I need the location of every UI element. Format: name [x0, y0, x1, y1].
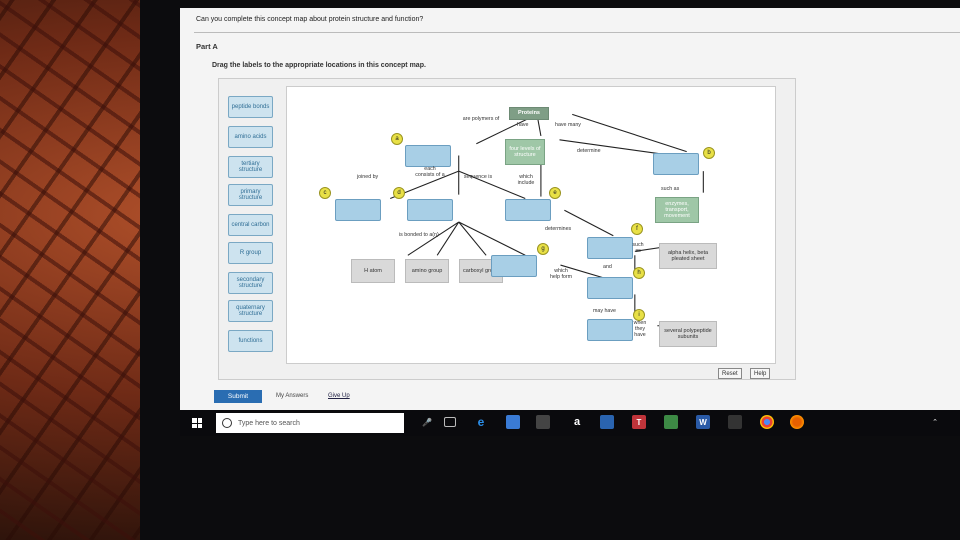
link-joined-by: joined by — [357, 174, 379, 180]
badge-e: e — [549, 187, 561, 199]
windows-start-icon[interactable] — [192, 418, 202, 428]
chrome-icon[interactable] — [760, 415, 774, 429]
badge-i: i — [633, 309, 645, 321]
label-secondary-structure[interactable]: secondary structure — [228, 272, 273, 294]
instruction-text: Drag the labels to the appropriate locat… — [212, 62, 426, 69]
dropbox-icon[interactable] — [600, 415, 614, 429]
give-up-link[interactable]: Give Up — [328, 393, 350, 399]
microphone-icon[interactable]: 🎤 — [422, 417, 432, 427]
label-functions[interactable]: functions — [228, 330, 273, 352]
link-have: have — [517, 122, 529, 128]
badge-h: h — [633, 267, 645, 279]
task-view-icon[interactable] — [444, 417, 456, 427]
link-are-polymers: are polymers of — [462, 116, 500, 122]
help-button[interactable]: Help — [750, 368, 771, 379]
divider — [194, 32, 960, 33]
my-answers-link[interactable]: My Answers — [276, 393, 309, 399]
link-determine: determine — [577, 148, 601, 154]
t-app-icon[interactable]: T — [632, 415, 646, 429]
drop-target-c[interactable] — [335, 199, 381, 221]
badge-c: c — [319, 187, 331, 199]
node-proteins: Proteins — [509, 107, 549, 120]
link-such-as-1: such as — [661, 186, 680, 192]
badge-d: d — [393, 187, 405, 199]
link-and: and — [603, 264, 612, 270]
label-central-carbon[interactable]: central carbon — [228, 214, 273, 236]
drop-target-e[interactable] — [505, 199, 551, 221]
drop-target-f[interactable] — [587, 237, 633, 259]
word-icon[interactable]: W — [696, 415, 710, 429]
windows-taskbar: Type here to search 🎤 e a T W ⌃ — [180, 410, 960, 436]
part-title: Part A — [196, 42, 218, 51]
link-such-as-2: such as — [632, 242, 644, 254]
drop-target-b[interactable] — [653, 153, 699, 175]
photos-icon[interactable] — [664, 415, 678, 429]
label-primary-structure[interactable]: primary structure — [228, 184, 273, 206]
label-amino-acids[interactable]: amino acids — [228, 126, 273, 148]
node-four-levels: four levels of structure — [505, 139, 545, 165]
link-have-many: have many — [555, 122, 581, 128]
label-quaternary-structure[interactable]: quaternary structure — [228, 300, 273, 322]
node-enzymes: enzymes, transport, movement — [655, 197, 699, 223]
file-explorer-icon[interactable] — [506, 415, 520, 429]
browser-screen: Can you complete this concept map about … — [180, 8, 960, 410]
link-determines: determines — [545, 226, 572, 232]
amazon-icon[interactable]: a — [573, 416, 581, 428]
link-each-consists: each consists of a — [415, 166, 445, 178]
badge-f: f — [631, 223, 643, 235]
link-when-they: when they have — [633, 320, 647, 338]
submit-button[interactable]: Submit — [214, 390, 262, 403]
node-h-atom: H atom — [351, 259, 395, 283]
node-carboxyl-group: carboxyl group — [459, 259, 503, 283]
taskbar-search-box[interactable]: Type here to search — [216, 413, 404, 433]
mail-icon[interactable] — [728, 415, 742, 429]
link-sequence-is: sequence is — [463, 174, 493, 180]
label-peptide-bonds[interactable]: peptide bonds — [228, 96, 273, 118]
drop-target-a[interactable] — [405, 145, 451, 167]
node-alpha-helix: alpha helix, beta pleated sheet — [659, 243, 717, 269]
node-subunits: several polypeptide subunits — [659, 321, 717, 347]
node-amino-group: amino group — [405, 259, 449, 283]
badge-g: g — [537, 243, 549, 255]
store-icon[interactable] — [536, 415, 550, 429]
cortana-icon — [222, 418, 232, 428]
label-tertiary-structure[interactable]: tertiary structure — [228, 156, 273, 178]
label-r-group[interactable]: R group — [228, 242, 273, 264]
search-placeholder: Type here to search — [238, 419, 300, 427]
badge-a: a — [391, 133, 403, 145]
firefox-icon[interactable] — [790, 415, 804, 429]
edge-browser-icon[interactable]: e — [477, 415, 485, 429]
drop-target-d[interactable] — [407, 199, 453, 221]
drop-target-g[interactable] — [491, 255, 537, 277]
badge-b: b — [703, 147, 715, 159]
question-text: Can you complete this concept map about … — [196, 16, 424, 23]
link-may-have: may have — [593, 308, 616, 314]
link-bonded: is bonded to a(n) — [399, 232, 439, 238]
reset-button[interactable]: Reset — [718, 368, 742, 379]
concept-map: Proteins four levels of structure enzyme… — [286, 86, 776, 364]
drop-target-i[interactable] — [587, 319, 633, 341]
drop-target-h[interactable] — [587, 277, 633, 299]
tray-chevron-icon[interactable]: ⌃ — [932, 419, 938, 426]
link-which-include: which include — [517, 174, 535, 186]
link-which-help: which help form — [549, 268, 573, 280]
